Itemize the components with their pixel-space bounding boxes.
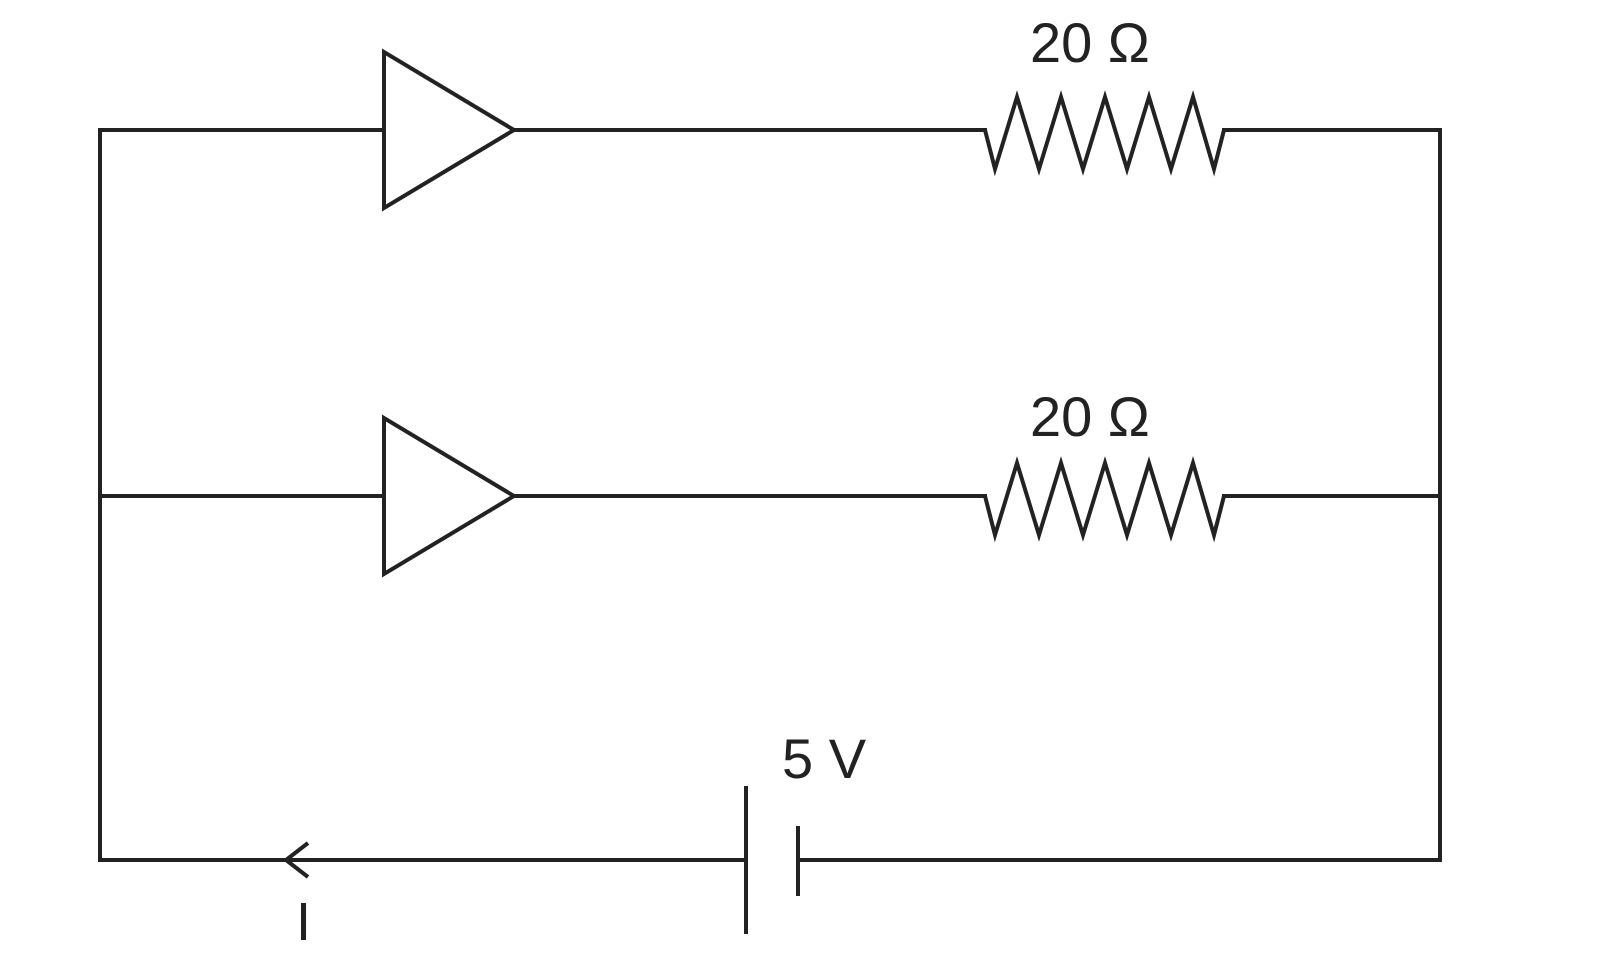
- top-branch: 20 Ω: [98, 11, 1442, 212]
- current-label: I: [296, 892, 311, 952]
- middle-diode: [382, 414, 518, 578]
- battery-label: 5 V: [782, 727, 867, 790]
- current-arrow-icon: [282, 841, 310, 879]
- middle-resistor: [983, 456, 1226, 543]
- middle-resistor-label: 20 Ω: [1030, 385, 1150, 448]
- top-resistor-label: 20 Ω: [1030, 11, 1150, 74]
- top-diode: [382, 48, 518, 212]
- bottom-branch: 5 V I: [98, 727, 1442, 952]
- top-resistor: [983, 90, 1226, 177]
- middle-branch: 20 Ω: [98, 385, 1442, 578]
